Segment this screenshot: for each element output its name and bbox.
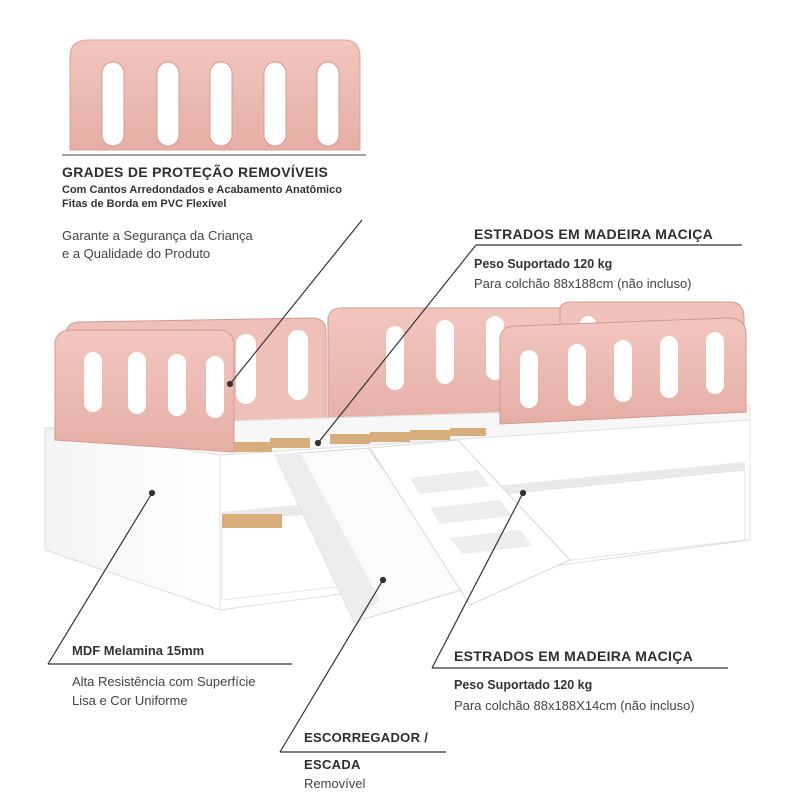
estrados-bottom-weight: Peso Suportado 120 kg [454,678,593,692]
escorregador-title1: ESCORREGADOR / [304,730,429,745]
bed [44,301,751,623]
grades-desc1: Garante a Segurança da Criança [62,228,253,243]
grades-sub1: Com Cantos Arredondados e Acabamento Ana… [62,184,342,196]
escorregador-title2: ESCADA [304,757,361,772]
estrados-top-weight: Peso Suportado 120 kg [474,257,613,271]
mdf-desc2: Lisa e Cor Uniforme [72,693,188,708]
estrados-top-title: ESTRADOS EM MADEIRA MACIÇA [474,226,714,242]
estrados-bottom-title: ESTRADOS EM MADEIRA MACIÇA [454,648,694,664]
estrados-top-desc: Para colchão 88x188cm (não incluso) [474,276,692,291]
grades-sub2: Fitas de Borda em PVC Flexível [62,198,227,210]
estrados-bottom-desc: Para colchão 88x188X14cm (não incluso) [454,698,695,713]
mdf-desc1: Alta Resistência com Superfície [72,674,256,689]
grades-title: GRADES DE PROTEÇÃO REMOVÍVEIS [62,164,329,180]
escorregador-desc: Removível [304,776,366,791]
mdf-title: MDF Melamina 15mm [72,643,205,658]
leader-lines [47,219,742,753]
grades-desc2: e a Qualidade do Produto [62,246,211,261]
guard-panel-detail [62,39,366,156]
